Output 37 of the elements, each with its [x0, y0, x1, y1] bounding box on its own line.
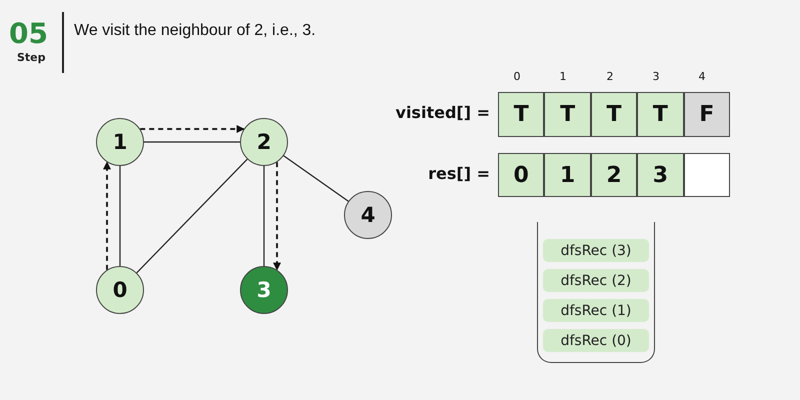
index-number: 4	[698, 70, 706, 83]
graph-edge	[136, 158, 248, 274]
array-label: visited[] =	[396, 103, 490, 122]
index-number: 0	[512, 70, 522, 83]
traversal-arrow	[273, 162, 281, 271]
array-cell: 3	[637, 153, 684, 197]
call-stack	[537, 222, 655, 363]
step-description: We visit the neighbour of 2, i.e., 3.	[74, 22, 316, 40]
step-number: 05	[9, 17, 48, 50]
stack-frame: dfsRec (1)	[543, 299, 649, 322]
graph-edge	[263, 166, 265, 266]
stack-frame: dfsRec (0)	[543, 329, 649, 352]
array-cell: T	[590, 92, 638, 137]
array-label: res[] =	[428, 164, 490, 183]
array-cell: T	[544, 92, 591, 137]
array-cell: T	[498, 92, 544, 137]
graph-vertex: 3	[240, 266, 288, 314]
index-number: 2	[606, 70, 614, 83]
stack-frame: dfsRec (3)	[543, 239, 649, 262]
graph-vertex: 4	[344, 191, 392, 239]
array-cell: T	[637, 92, 684, 137]
graph-vertex: 1	[96, 118, 144, 166]
array-cell: 0	[498, 153, 544, 197]
graph-edge	[283, 155, 349, 202]
index-number: 3	[652, 70, 660, 83]
traversal-arrow	[103, 161, 111, 270]
graph-edge	[119, 166, 121, 266]
array-cell: 1	[544, 153, 591, 197]
array-cell: 2	[590, 153, 638, 197]
graph-vertex: 0	[96, 266, 144, 314]
traversal-arrow	[140, 125, 245, 133]
step-label: Step	[17, 51, 46, 64]
array-cell: F	[684, 92, 730, 137]
stack-frame: dfsRec (2)	[543, 269, 649, 292]
graph-vertex: 2	[240, 118, 288, 166]
graph-edge	[144, 141, 240, 143]
index-number: 1	[558, 70, 568, 83]
